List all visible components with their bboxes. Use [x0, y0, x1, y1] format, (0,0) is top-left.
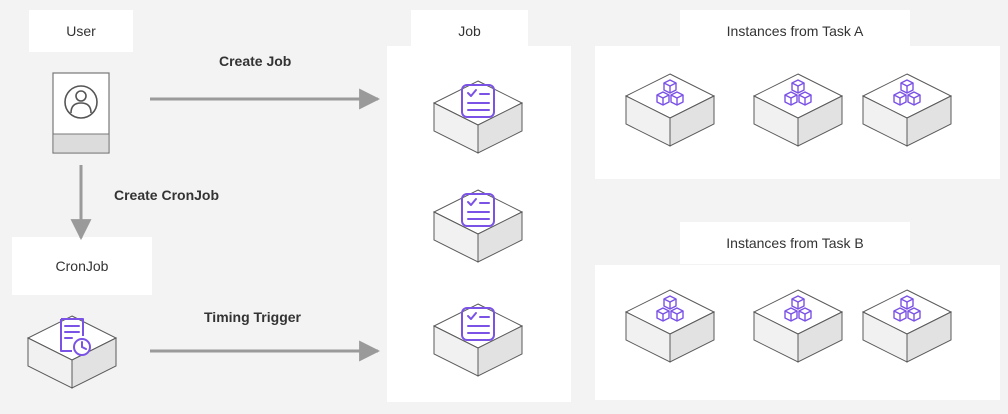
- task-a-instance-1: [625, 73, 715, 147]
- cronjob-cube: [27, 315, 117, 389]
- user-avatar-icon: [64, 85, 98, 119]
- create-cronjob-label: Create CronJob: [114, 187, 220, 203]
- job-cube-3: [433, 303, 523, 377]
- task-a-label: Instances from Task A: [680, 10, 910, 52]
- job-label: Job: [411, 10, 528, 52]
- task-b-label: Instances from Task B: [680, 222, 910, 264]
- user-card: [52, 72, 110, 154]
- user-label: User: [29, 10, 133, 52]
- schedule-document-icon: [60, 318, 91, 356]
- task-a-instance-3: [862, 73, 952, 147]
- task-b-instance-1: [625, 289, 715, 363]
- task-b-instance-2: [753, 289, 843, 363]
- job-cube-2: [433, 189, 523, 263]
- task-b-instance-3: [862, 289, 952, 363]
- job-cube-1: [433, 80, 523, 154]
- cronjob-label: CronJob: [12, 237, 152, 295]
- task-a-instance-2: [753, 73, 843, 147]
- timing-trigger-label: Timing Trigger: [204, 309, 301, 325]
- create-job-label: Create Job: [219, 53, 292, 69]
